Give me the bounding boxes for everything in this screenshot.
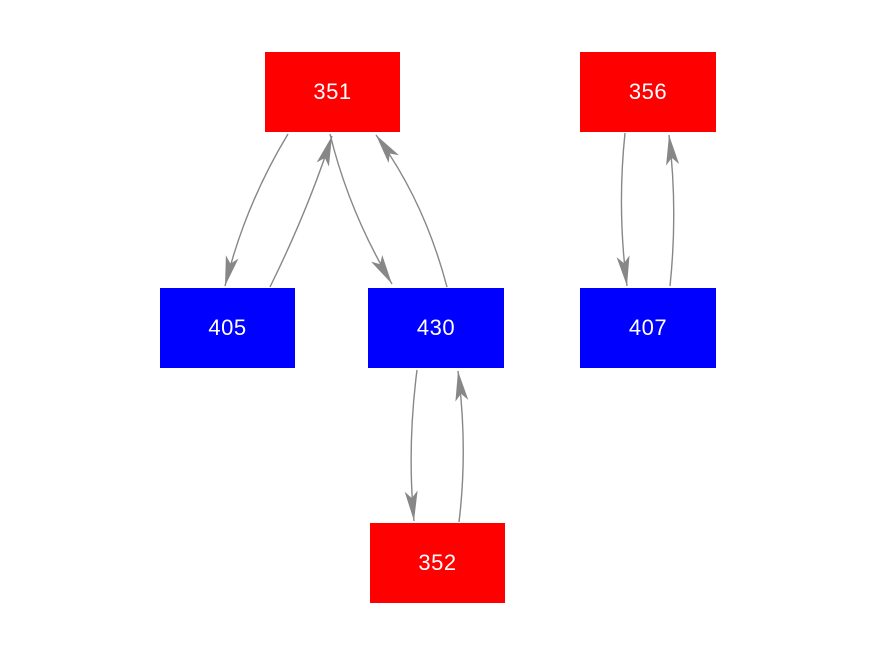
node-407: 407	[580, 288, 716, 368]
edge-351-430-arrowhead	[371, 255, 392, 284]
node-label: 352	[418, 550, 457, 575]
edge-351-405-arrowhead	[225, 255, 239, 286]
node-label: 351	[313, 79, 352, 104]
node-label: 430	[416, 315, 456, 340]
edge-356-407-arrowhead	[616, 255, 630, 286]
node-352: 352	[370, 523, 505, 603]
node-356: 356	[580, 52, 716, 132]
node-label: 356	[628, 79, 668, 104]
edge-430-351-arrowhead	[376, 135, 399, 163]
edge-430-352-arrowhead	[404, 490, 418, 521]
node-351: 351	[265, 52, 400, 132]
node-405: 405	[160, 288, 295, 368]
edge-405-351-arrowhead	[316, 136, 332, 167]
edge-407-356-arrowhead	[666, 135, 680, 166]
node-label: 407	[628, 315, 668, 340]
node-430: 430	[368, 288, 504, 368]
edge-352-430-arrowhead	[455, 371, 469, 402]
node-label: 405	[208, 315, 247, 340]
